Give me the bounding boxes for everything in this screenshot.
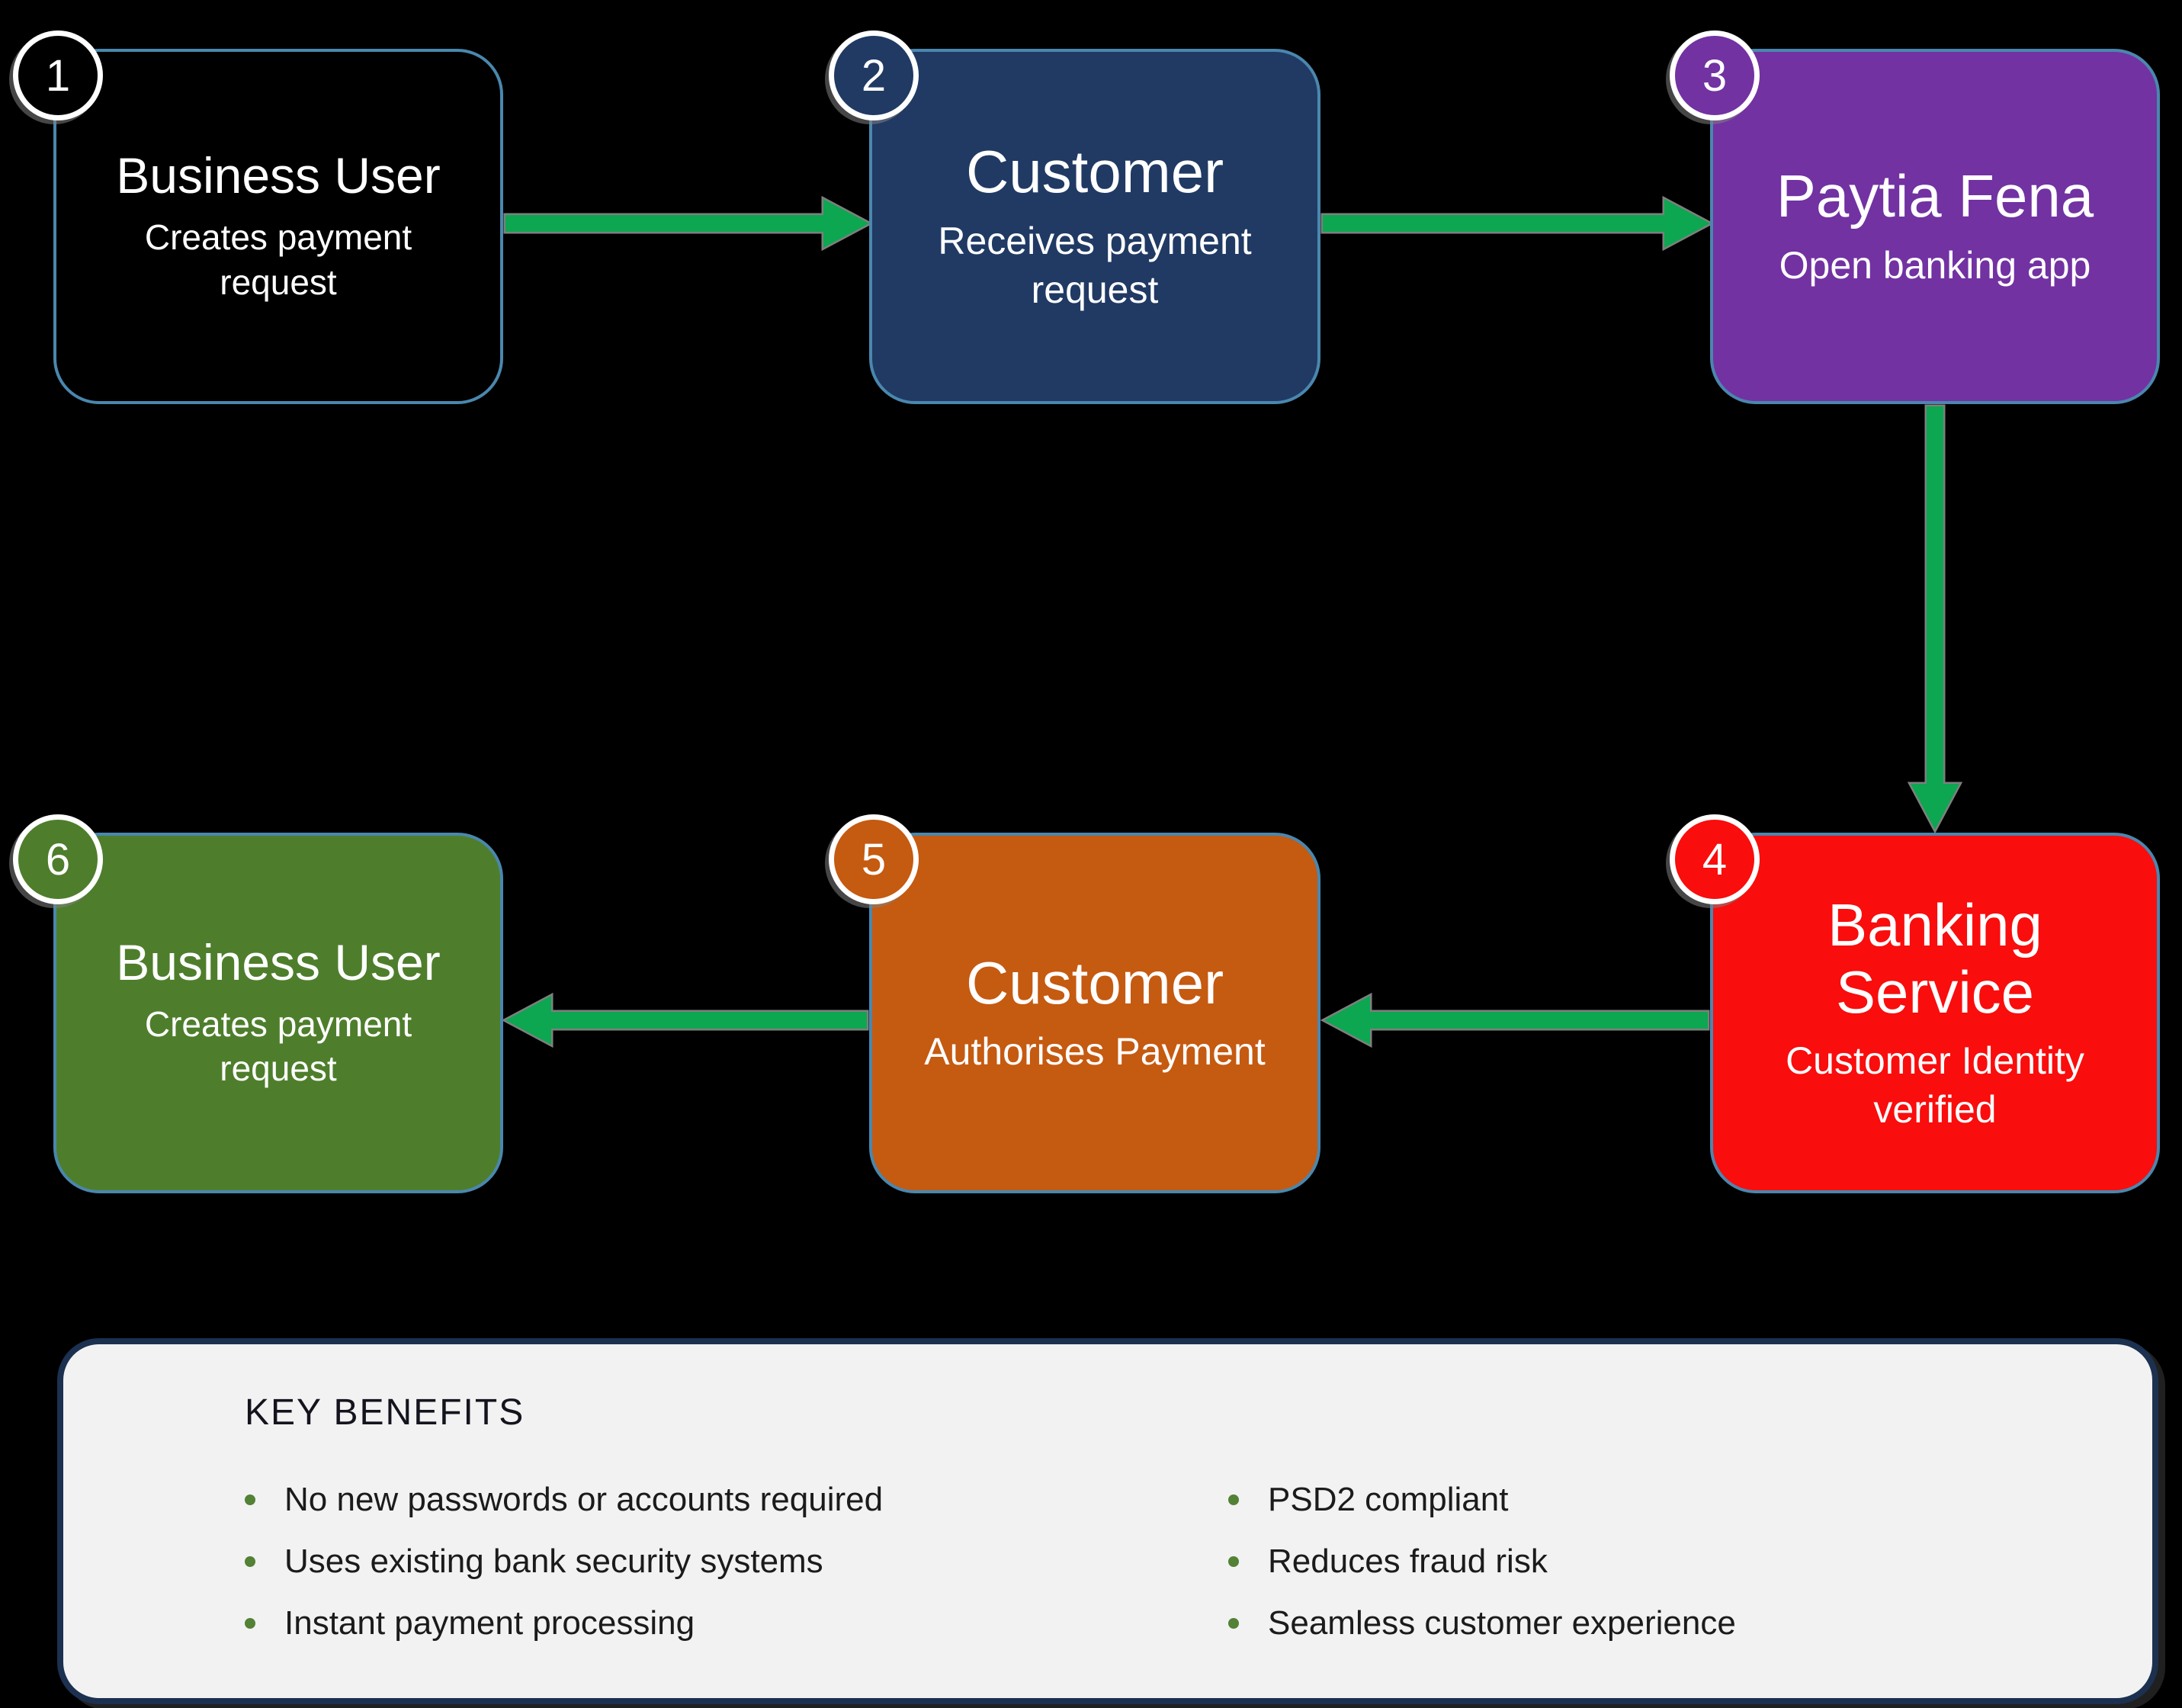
bullet-icon [1228, 1618, 1239, 1629]
arrow-step5-to-step6 [501, 992, 869, 1048]
benefit-item: Seamless customer experience [1228, 1604, 2152, 1642]
arrow-step4-to-step5 [1320, 992, 1710, 1048]
step-title: Business User [116, 147, 441, 204]
benefit-text: Seamless customer experience [1268, 1604, 1736, 1642]
step-box-customer-receives: 2 Customer Receives payment request [829, 30, 1320, 404]
step-title: Paytia Fena [1776, 162, 2094, 230]
benefit-item: Reduces fraud risk [1228, 1543, 2152, 1581]
step-subtitle: Open banking app [1779, 243, 2091, 287]
bullet-icon [1228, 1556, 1239, 1567]
benefits-column-right: PSD2 compliant Reduces fraud risk Seamle… [1228, 1481, 2152, 1666]
step-title: Banking Service [1827, 891, 2042, 1026]
step-subtitle: Receives payment request [938, 219, 1252, 311]
step-subtitle: Authorises Payment [924, 1030, 1266, 1074]
key-benefits-panel: KEY BENEFITS No new passwords or account… [57, 1338, 2158, 1704]
step-number: 3 [1702, 50, 1728, 101]
step-number: 4 [1702, 834, 1728, 884]
bullet-icon [245, 1494, 255, 1505]
arrow-step3-to-step4 [1907, 404, 1963, 834]
step-box-business-user-1: 1 Business User Creates payment request [13, 30, 503, 404]
benefit-text: No new passwords or accounts required [284, 1481, 884, 1518]
step-subtitle: Creates payment request [144, 1003, 412, 1089]
step-number: 2 [861, 50, 887, 101]
benefit-text: Uses existing bank security systems [284, 1543, 823, 1580]
benefit-text: Reduces fraud risk [1268, 1543, 1548, 1580]
step-subtitle: Customer Identity verified [1786, 1039, 2084, 1131]
step-number: 5 [861, 834, 887, 884]
step-subtitle: Creates payment request [144, 217, 412, 302]
bullet-icon [1228, 1494, 1239, 1505]
step-box-paytia-fena: 3 Paytia Fena Open banking app [1670, 30, 2160, 404]
step-title: Customer [965, 138, 1224, 206]
arrow-step1-to-step2 [503, 195, 874, 252]
bullet-icon [245, 1556, 255, 1567]
step-title: Business User [116, 933, 441, 990]
benefit-text: PSD2 compliant [1268, 1481, 1509, 1518]
step-number: 6 [45, 834, 71, 884]
step-box-business-user-2: 6 Business User Creates payment request [13, 814, 503, 1193]
step-box-banking-service: 4 Banking Service Customer Identity veri… [1670, 814, 2160, 1193]
step-number-badge: 5 [829, 814, 919, 904]
step-number-badge: 1 [13, 30, 103, 120]
benefit-item: PSD2 compliant [1228, 1481, 2152, 1519]
key-benefits-columns: No new passwords or accounts required Us… [245, 1481, 2152, 1666]
benefit-text: Instant payment processing [284, 1604, 695, 1642]
bullet-icon [245, 1618, 255, 1629]
step-number-badge: 2 [829, 30, 919, 120]
benefit-item: Instant payment processing [245, 1604, 1228, 1642]
step-box-customer-authorises: 5 Customer Authorises Payment [829, 814, 1320, 1193]
benefit-item: Uses existing bank security systems [245, 1543, 1228, 1581]
step-number-badge: 4 [1670, 814, 1760, 904]
arrow-step2-to-step3 [1320, 195, 1715, 252]
benefits-column-left: No new passwords or accounts required Us… [245, 1481, 1228, 1666]
benefit-item: No new passwords or accounts required [245, 1481, 1228, 1519]
step-title: Customer [965, 949, 1224, 1016]
key-benefits-heading: KEY BENEFITS [245, 1392, 525, 1433]
step-number-badge: 3 [1670, 30, 1760, 120]
step-number: 1 [45, 50, 71, 101]
step-number-badge: 6 [13, 814, 103, 904]
